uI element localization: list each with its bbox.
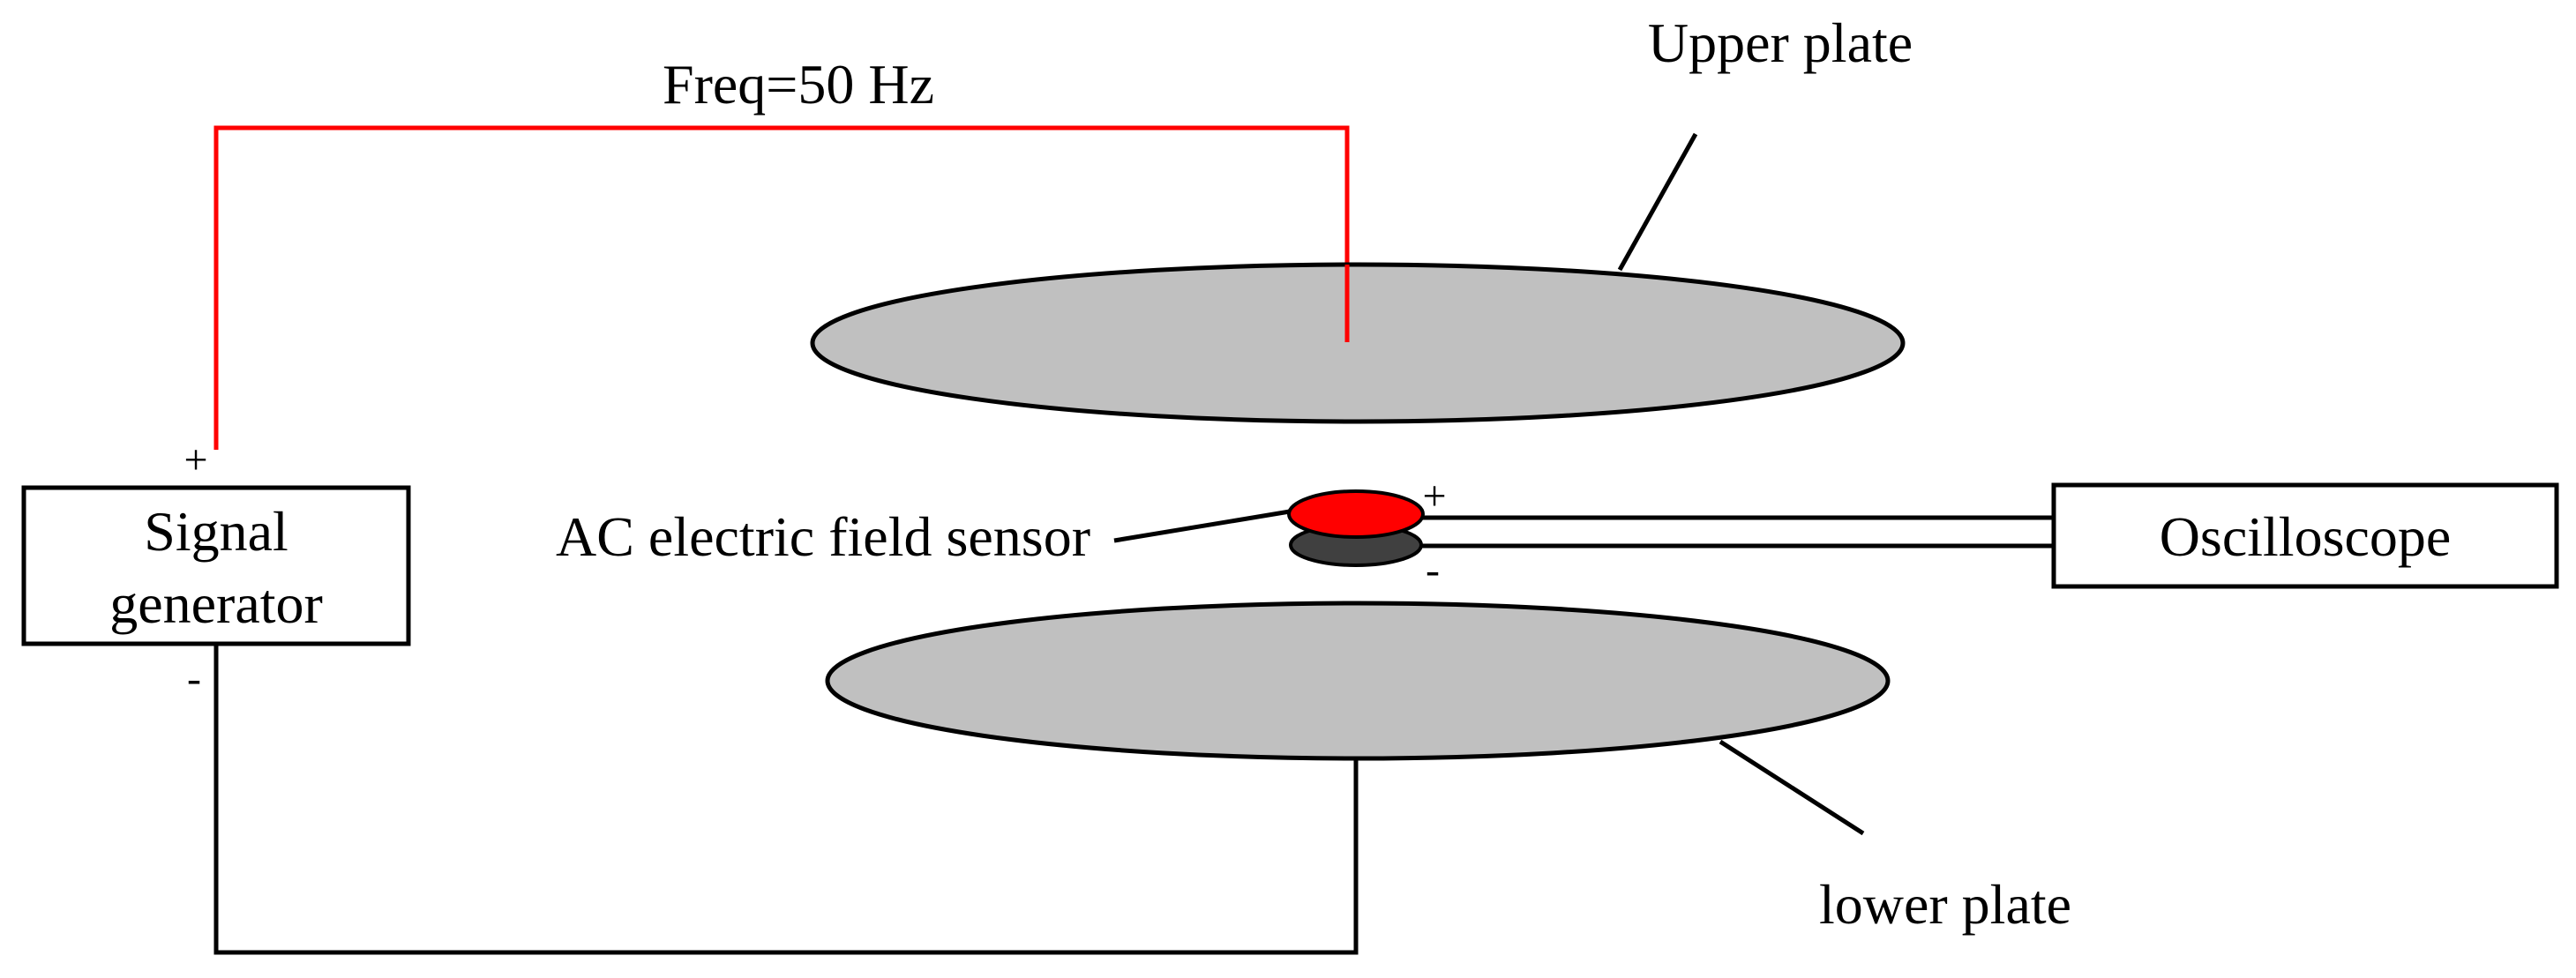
lower-plate-label: lower plate bbox=[1819, 873, 2071, 936]
sensor-minus-sign: - bbox=[1426, 547, 1440, 594]
generator-plus-sign: + bbox=[183, 437, 207, 483]
upper-plate-leader bbox=[1617, 132, 1698, 272]
sensor-label: AC electric field sensor bbox=[556, 505, 1090, 568]
upper-plate-label: Upper plate bbox=[1648, 11, 1913, 74]
signal-generator-label-line1: Signal bbox=[144, 500, 288, 563]
sensor-top-disc bbox=[1287, 489, 1425, 539]
generator-minus-sign: - bbox=[187, 655, 201, 702]
lower-plate bbox=[825, 601, 1891, 761]
return-wire bbox=[213, 644, 1359, 955]
oscilloscope-label: Oscilloscope bbox=[2160, 505, 2452, 568]
upper-plate bbox=[810, 262, 1906, 424]
signal-generator-box bbox=[21, 485, 411, 646]
lower-plate-leader bbox=[1719, 739, 1865, 836]
sensor-leader bbox=[1113, 509, 1291, 543]
signal-wire bbox=[213, 125, 1350, 450]
sensor-plus-sign: + bbox=[1422, 473, 1446, 519]
frequency-label: Freq=50 Hz bbox=[663, 53, 934, 116]
signal-generator-label-line2: generator bbox=[109, 572, 323, 635]
oscilloscope-box bbox=[2051, 482, 2559, 589]
